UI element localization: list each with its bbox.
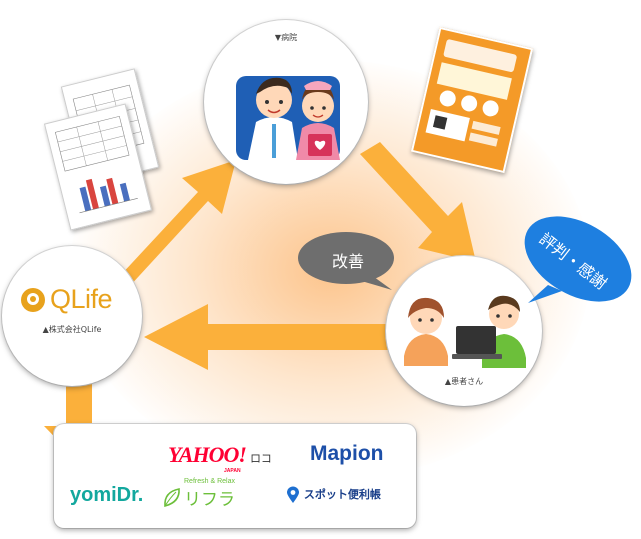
reputation-bubble: 評判・感謝 (508, 215, 640, 305)
mapion-logo: Mapion (310, 442, 384, 465)
clinic-flyer (410, 26, 534, 174)
yomidr-logo: yomiDr. (70, 484, 144, 506)
map-pin-icon (287, 486, 299, 503)
hospital-node: ▼病院 (204, 20, 368, 184)
partner-sites-panel: YAHOO!ロコ JAPAN Mapion yomiDr. Refresh & … (54, 424, 416, 528)
arrow-qlife-to-hospital (118, 160, 236, 288)
patient-caption: ▲患者さん (444, 377, 484, 386)
arrow-hospital-to-patient (360, 142, 476, 262)
speech-bubble-blue (524, 216, 632, 303)
refrain-logo: Refresh & Relax リフラ (162, 478, 235, 510)
improvement-bubble: 改善 (296, 228, 400, 292)
yahoo-japan-text: JAPAN (224, 468, 241, 474)
patient-node: ▲患者さん (386, 256, 542, 406)
refrain-name: リフラ (184, 490, 235, 510)
arrow-patient-to-qlife (144, 304, 392, 370)
qlife-logo: QLife (20, 284, 113, 315)
hospital-caption: ▼病院 (274, 33, 298, 42)
report-chart-icon (54, 115, 138, 214)
yahoo-loco-suffix: ロコ (249, 452, 272, 465)
qlife-mark-icon (21, 287, 45, 312)
qlife-caption: ▲株式会社QLife (42, 325, 102, 334)
doctor-nurse-illustration (236, 76, 340, 160)
flyer-illustration (425, 39, 517, 147)
qlife-node: QLife ▲株式会社QLife (2, 246, 142, 386)
report-document-front (43, 103, 153, 231)
qlife-logo-text: QLife (50, 284, 113, 314)
spot-benricho-logo: スポット便利帳 (286, 486, 381, 504)
refrain-tagline: Refresh & Relax (184, 478, 235, 485)
yahoo-wordmark: YAHOO! (168, 442, 247, 467)
yahoo-loco-logo: YAHOO!ロコ JAPAN (168, 442, 272, 474)
speech-bubble-gray (298, 232, 394, 290)
leaf-icon (164, 488, 180, 508)
spot-benricho-text: スポット便利帳 (303, 488, 381, 501)
improvement-label: 改善 (331, 252, 364, 271)
patients-laptop-illustration (404, 295, 526, 368)
